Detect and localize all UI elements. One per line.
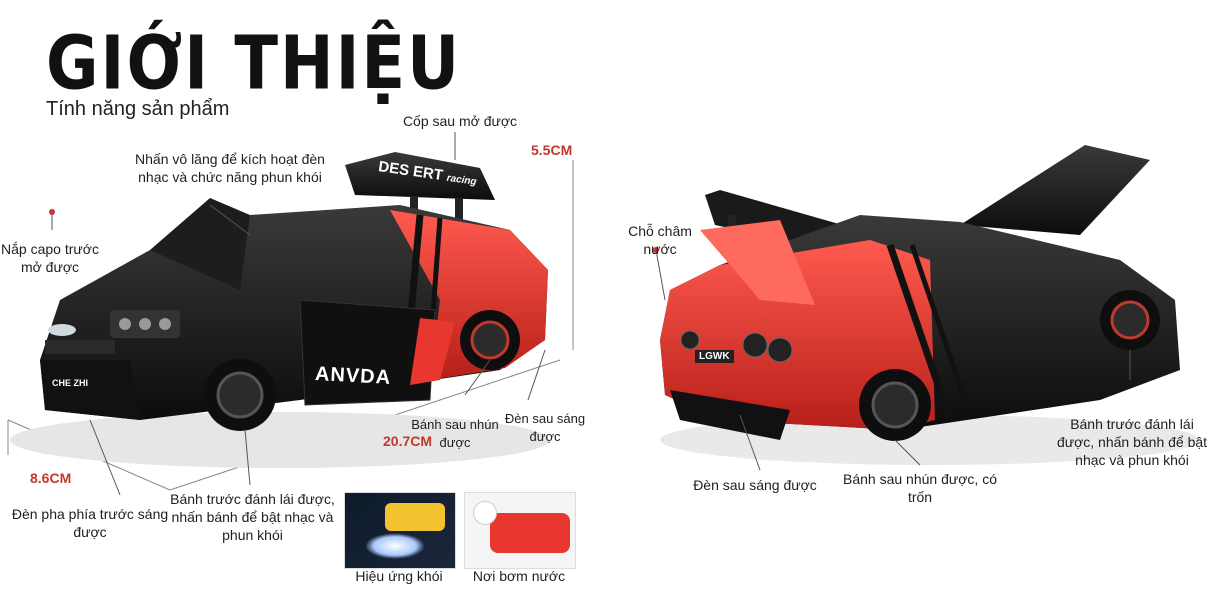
- label-rear-wheel: Bánh sau nhún được: [411, 417, 499, 450]
- smoke-effect-image: [344, 492, 456, 569]
- label-head-light: Đèn pha phía trước sáng được: [11, 506, 169, 540]
- label-right-tail-light: Đèn sau sáng được: [693, 477, 817, 493]
- width-dimension: 8.6CM: [30, 470, 72, 486]
- label-trunk: Cốp sau mở được: [402, 113, 518, 129]
- right-car: [660, 145, 1200, 465]
- caption-water: Nơi bơm nước: [472, 568, 566, 584]
- label-steering: Nhấn vô lăng để kích hoạt đèn nhạc và ch…: [135, 151, 325, 185]
- label-hood: Nắp capo trước mở được: [1, 241, 99, 275]
- water-inlet-image: [464, 492, 576, 569]
- label-right-rear-wheel: Bánh sau nhún được, có trốn: [843, 471, 997, 505]
- leader-lines: [51, 132, 1131, 496]
- door-text: ANVDA: [314, 363, 392, 389]
- left-car: [10, 152, 550, 468]
- label-water-point: Chỗ châm nước: [628, 223, 692, 257]
- left-plate: CHE ZHI: [52, 378, 88, 388]
- leader-dots: [49, 209, 659, 253]
- right-plate: LGWK: [695, 350, 734, 363]
- label-right-front-wheel: Bánh trước đánh lái được, nhấn bánh để b…: [1056, 416, 1208, 468]
- length-dimension: 20.7CM: [383, 433, 433, 449]
- caption-smoke: Hiệu ứng khói: [355, 568, 443, 584]
- label-tail-light: Đèn sau sáng được: [504, 411, 586, 444]
- height-dimension: 5.5CM: [531, 142, 573, 158]
- page-title: GIỚI THIỆU: [46, 22, 462, 108]
- label-front-wheel: Bánh trước đánh lái được, nhấn bánh để b…: [170, 491, 335, 543]
- page-subtitle: Tính năng sản phẩm: [46, 98, 230, 120]
